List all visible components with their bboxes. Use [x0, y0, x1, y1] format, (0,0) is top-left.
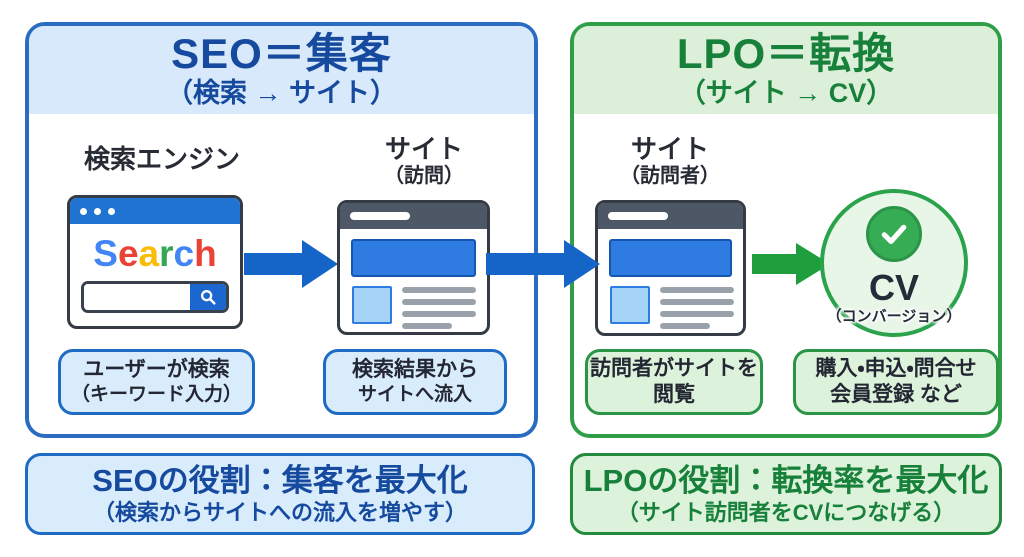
search-engine-label: 検索エンジン — [83, 144, 240, 174]
flow-arrow-site-to-cv-icon — [752, 243, 830, 285]
seo-panel-subtitle: （検索 → サイト） — [165, 78, 397, 108]
search-button — [190, 284, 226, 310]
seo-summary-box: SEOの役割：集客を最大化 （検索からサイトへの流入を増やす） — [25, 453, 535, 535]
search-logo: Search — [93, 233, 217, 274]
site-text-line — [402, 311, 476, 317]
browser-titlebar — [70, 198, 240, 224]
site-text-line — [660, 323, 710, 329]
site-text-line — [402, 287, 476, 293]
flow-arrow-seo-to-lpo-icon — [486, 240, 600, 288]
window-dot-icon — [94, 207, 101, 215]
site-titlebar — [340, 203, 487, 229]
lpo-callout-conversion-types: 購入・申込・問合せ 会員登録 など — [793, 349, 999, 415]
search-engine-illustration: Search — [67, 195, 243, 329]
seo-panel: SEO＝集客 （検索 → サイト） 検索エンジン サイト （訪問） Search — [25, 22, 538, 438]
window-dot-icon — [108, 207, 115, 215]
cv-label: CV — [868, 267, 919, 308]
lpo-summary-box: LPOの役割：転換率を最大化 （サイト訪問者をCVにつなげる） — [570, 453, 1002, 535]
website-illustration — [595, 200, 746, 336]
site-text-line — [660, 287, 734, 293]
site-titlebar-pill — [608, 212, 668, 220]
search-input — [84, 284, 190, 310]
seo-panel-header: SEO＝集客 （検索 → サイト） — [29, 26, 534, 114]
flow-arrow-search-to-site-icon — [244, 240, 338, 288]
site-hero-banner — [609, 239, 732, 277]
site-text-line — [660, 299, 734, 305]
check-icon — [881, 224, 907, 245]
seo-panel-title: SEO＝集客 — [171, 30, 392, 77]
site-thumbnail — [610, 286, 650, 324]
lpo-panel: LPO＝転換 （サイト → CV） サイト （訪問者） — [570, 22, 1002, 438]
site-titlebar-pill — [350, 212, 410, 220]
magnifier-icon — [200, 289, 216, 305]
site-body — [598, 229, 743, 333]
lpo-panel-subtitle: （サイト → CV） — [678, 78, 894, 108]
lpo-panel-header: LPO＝転換 （サイト → CV） — [574, 26, 998, 114]
site-hero-banner — [351, 239, 476, 277]
site-visitor-label: サイト （訪問者） — [620, 134, 720, 187]
website-illustration — [337, 200, 490, 335]
site-visit-label: サイト （訪問） — [384, 134, 464, 187]
seo-callout-user-search: ユーザーが検索 （キーワード入力） — [58, 349, 255, 415]
check-circle-icon — [866, 206, 922, 262]
site-titlebar — [598, 203, 743, 229]
search-bar — [81, 281, 229, 313]
cv-badge: CV （コンバージョン） — [820, 189, 968, 337]
lpo-panel-title: LPO＝転換 — [676, 30, 896, 77]
site-text-line — [660, 311, 734, 317]
site-text-line — [402, 299, 476, 305]
cv-sublabel: （コンバージョン） — [826, 308, 962, 325]
seo-callout-inflow: 検索結果から サイトへ流入 — [323, 349, 507, 415]
window-dot-icon — [80, 207, 87, 215]
site-text-line — [402, 323, 452, 329]
site-body — [340, 229, 487, 332]
lpo-callout-browse: 訪問者がサイトを 閲覧 — [585, 349, 763, 415]
site-thumbnail — [352, 286, 392, 324]
